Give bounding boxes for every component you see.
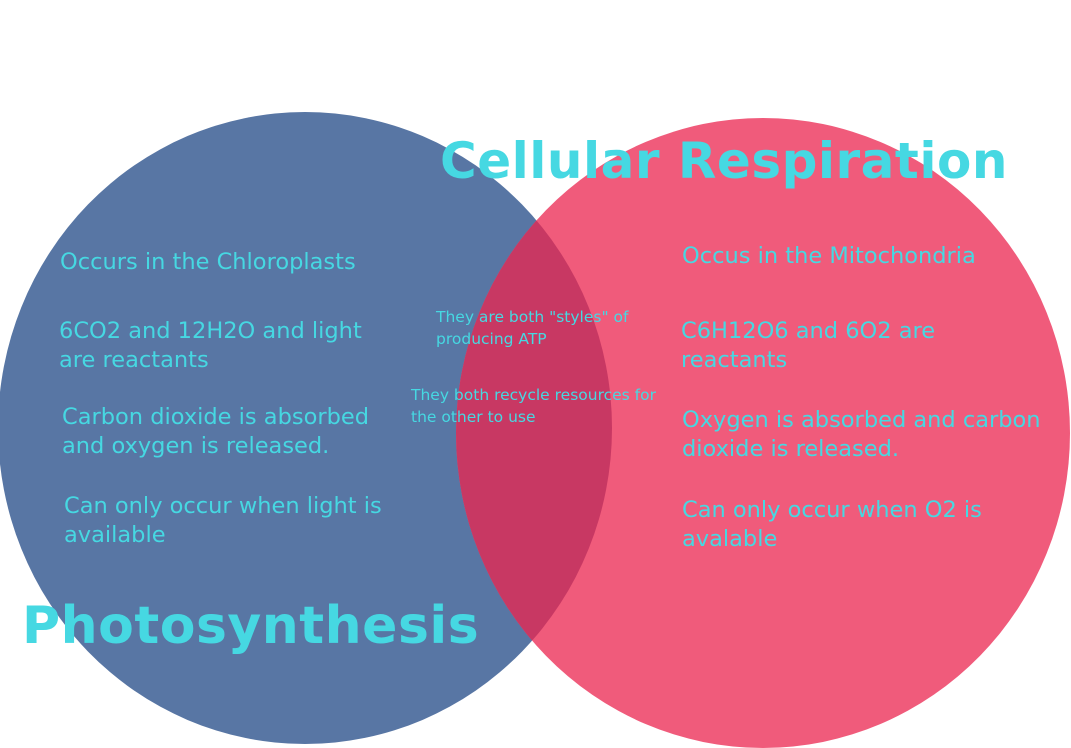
cellular-respiration-circle	[456, 118, 1070, 748]
cellular-respiration-title: Cellular Respiration	[440, 132, 1008, 190]
photosynthesis-circle	[0, 112, 612, 744]
cellular-respiration-fact: Oxygen is absorbed and carbon dioxide is…	[682, 407, 1041, 462]
photosynthesis-fact: Occurs in the Chloroplasts	[60, 249, 356, 275]
photosynthesis-title: Photosynthesis	[22, 596, 480, 656]
photosynthesis-fact: Carbon dioxide is absorbed and oxygen is…	[62, 404, 370, 459]
cellular-respiration-fact: Occus in the Mitochondria	[682, 243, 976, 269]
shared-fact: They both recycle resources for the othe…	[411, 386, 656, 426]
photosynthesis-fact: 6CO2 and 12H2O and light are reactants	[59, 318, 362, 373]
cellular-respiration-fact: C6H12O6 and 6O2 are reactants	[681, 318, 936, 373]
shared-fact: They are both "styles" of producing ATP	[436, 308, 629, 348]
photosynthesis-fact: Can only occur when light is available	[64, 493, 382, 548]
cellular-respiration-fact: Can only occur when O2 is avalable	[682, 497, 982, 552]
